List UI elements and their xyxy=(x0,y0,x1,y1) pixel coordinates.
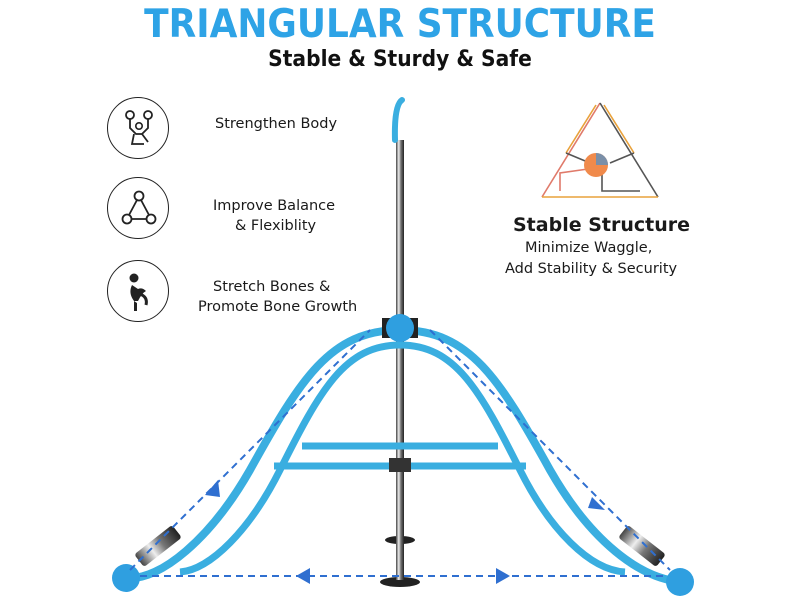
feature-line: Improve Balance xyxy=(213,198,336,214)
feature-line: & Flexiblity xyxy=(235,218,317,234)
stretching-person-icon xyxy=(107,260,169,322)
stable-line-2: Add Stability & Security xyxy=(505,261,678,277)
page-subtitle: Stable & Sturdy & Safe xyxy=(268,47,532,72)
feature-stretch: Stretch Bones & Promote Bone Growth xyxy=(198,277,357,317)
rings-athlete-icon xyxy=(107,97,169,159)
stable-structure-title: Stable Structure xyxy=(513,214,690,236)
triangle-balance-icon xyxy=(107,177,169,239)
feature-strengthen: Strengthen Body xyxy=(215,114,337,134)
page-title: TRIANGULAR STRUCTURE xyxy=(144,2,656,47)
feature-line: Stretch Bones & xyxy=(213,279,331,295)
feature-balance: Improve Balance & Flexiblity xyxy=(213,196,335,236)
stable-triangle-icon xyxy=(541,102,659,198)
stable-line-1: Minimize Waggle, xyxy=(525,240,653,256)
feature-line: Strengthen Body xyxy=(215,116,338,132)
feature-line: Promote Bone Growth xyxy=(198,299,358,315)
